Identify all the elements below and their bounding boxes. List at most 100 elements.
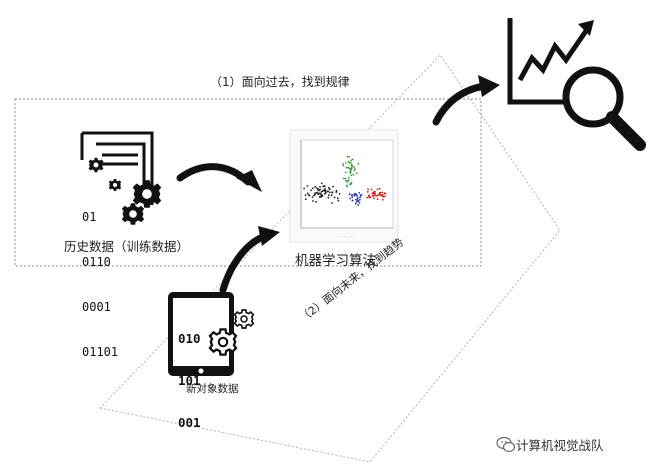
scatter-dot [335, 189, 338, 192]
scatter-dot [367, 195, 370, 197]
new-data-binary: 010 101 001 [178, 304, 208, 458]
scatter-dot [351, 164, 353, 167]
scatter-dot [310, 189, 313, 192]
scatter-dot [337, 197, 339, 200]
scatter-dot [355, 198, 357, 201]
binary-line: 101 [178, 373, 201, 388]
scatter-dot [374, 192, 376, 195]
scatter-dot [347, 179, 350, 182]
historical-binary: 01 0110 0001 01101 [82, 180, 118, 390]
scatter-dot [358, 192, 361, 194]
scatter-dot [349, 161, 352, 164]
watermark-text: 计算机视觉战队 [516, 438, 604, 453]
scatter-dot [322, 189, 325, 192]
scatter-dot [367, 188, 369, 191]
scatter-dot [345, 179, 348, 182]
historical-data-label: 历史数据（训练数据） [64, 239, 190, 254]
scatter-dot [322, 185, 325, 188]
scatter-dot [342, 177, 345, 180]
scatter-dot [356, 197, 359, 200]
scatter-dot [378, 187, 381, 190]
scatter-dot [324, 190, 326, 193]
arrow-icon [219, 226, 280, 294]
scatter-dot [345, 166, 348, 169]
scatter-dot [316, 188, 319, 191]
scatter-dot [355, 172, 358, 175]
binary-line: 001 [178, 415, 201, 430]
scatter-dot [347, 176, 350, 179]
scatter-dot [350, 194, 353, 197]
scatter-dot [338, 193, 341, 195]
scatter-dot [306, 185, 309, 187]
scatter-dot [355, 193, 358, 196]
scatter-dot [344, 171, 347, 174]
scatter-dot [312, 200, 314, 202]
scatter-dot [349, 197, 351, 200]
scatter-dot [381, 191, 384, 194]
scatter-dot [378, 191, 381, 194]
ml-algorithm-label: 机器学习算法 [295, 253, 376, 269]
scatter-dot [354, 202, 357, 205]
scatter-dot [370, 188, 373, 191]
scatter-dot [382, 195, 384, 198]
scatter-dot [319, 188, 322, 191]
scatter-dot [330, 194, 333, 197]
scatter-dot [314, 193, 316, 196]
scatter-dot [353, 166, 355, 168]
scatter-dot [306, 192, 309, 195]
scatter-dot [378, 193, 381, 196]
scatter-dot [342, 163, 345, 165]
scatter-dot [350, 159, 353, 162]
scatter-dot [320, 182, 323, 185]
scatter-dot [350, 167, 352, 170]
scatter-dot [346, 155, 349, 158]
scatter-dot [351, 165, 353, 168]
scatter-dot [328, 194, 330, 197]
scatter-dot [308, 194, 311, 197]
scatter-dot [333, 196, 336, 199]
scatter-dot [376, 194, 379, 197]
scatter-dot [359, 196, 361, 199]
scatter-dot [366, 196, 368, 199]
scatter-dot [304, 198, 307, 201]
scatter-dot [349, 171, 352, 174]
scatter-dot [316, 192, 319, 194]
past-region-label: （1）面向过去，找到规律 [210, 75, 350, 89]
scatter-dot [319, 186, 321, 188]
scatter-dot [303, 187, 305, 190]
scatter-dot [359, 198, 361, 201]
svg-text:· · · · · · · · ·: · · · · · · · · · [338, 235, 357, 239]
watermark: 计算机视觉战队 [490, 435, 604, 454]
scatter-dot [347, 160, 350, 163]
past-region-box [14, 98, 482, 267]
scatter-dot [311, 196, 314, 198]
scatter-dot [357, 204, 360, 206]
scatter-dot [337, 199, 340, 202]
scatter-dot [358, 201, 361, 204]
scatter-dot [376, 188, 379, 191]
scatter-dot [368, 196, 371, 199]
scatter-dot [375, 195, 377, 197]
scatter-dot [353, 169, 356, 172]
scatter-dot [373, 197, 375, 200]
scatter-dot [348, 156, 351, 158]
scatter-dot [360, 193, 363, 196]
scatter-dot [383, 192, 386, 195]
scatter-dot [355, 200, 358, 203]
scatter-dot [350, 181, 353, 184]
wechat-icon [496, 436, 516, 453]
scatter-dot [304, 194, 307, 196]
scatter-dot [352, 173, 355, 176]
scatter-dot [335, 191, 338, 194]
scatter-dot [323, 192, 326, 195]
scatter-dot [315, 187, 318, 189]
scatter-dot [381, 198, 384, 201]
binary-line: 0001 [82, 300, 111, 314]
scatter-dot [354, 168, 356, 170]
new-data-label: 新对象数据 [186, 383, 239, 395]
scatter-dot [351, 196, 354, 199]
scatter-dot [351, 199, 354, 202]
binary-line: 0110 [82, 255, 111, 269]
scatter-dot [379, 194, 382, 197]
scatter-dot [314, 185, 316, 188]
